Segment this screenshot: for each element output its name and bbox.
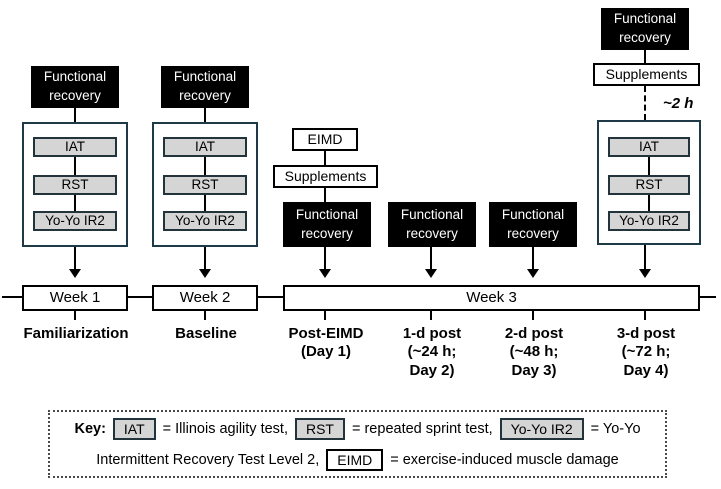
iat-box: IAT	[33, 137, 117, 157]
phase-label-post-eimd: Post-EIMD (Day 1)	[288, 325, 364, 361]
arrow-down-icon	[199, 269, 211, 278]
legend-box: Key: IAT = Illinois agility test, RST = …	[48, 410, 667, 478]
functional-recovery-box-day4: Functional recovery	[601, 8, 689, 50]
connector-line	[204, 195, 206, 212]
yoyo-ir2-box: Yo-Yo IR2	[608, 211, 690, 231]
phase-label-1d-post: 1-d post (~24 h; Day 2)	[402, 325, 462, 379]
legend-rst-definition: = repeated sprint test,	[351, 420, 493, 437]
arrow-line	[430, 247, 432, 270]
legend-iat-chip: IAT	[112, 417, 156, 440]
delay-label: ~2 h	[663, 95, 694, 112]
functional-recovery-box-week2: Functional recovery	[161, 66, 249, 108]
connector-line	[324, 188, 326, 202]
functional-recovery-box-day1: Functional recovery	[283, 202, 371, 247]
legend-yoyo-definition-continued: Intermittent Recovery Test Level 2,	[96, 451, 320, 468]
legend-row-1: Key: IAT = Illinois agility test, RST = …	[58, 417, 657, 440]
legend-row-2: Intermittent Recovery Test Level 2, EIMD…	[58, 448, 657, 471]
legend-eimd-definition: = exercise-induced muscle damage	[390, 451, 619, 468]
yoyo-ir2-box: Yo-Yo IR2	[33, 211, 117, 231]
timeline-tick	[324, 311, 326, 320]
yoyo-ir2-box: Yo-Yo IR2	[163, 211, 247, 231]
timeline-tick	[644, 311, 646, 320]
legend-iat-definition: = Illinois agility test,	[162, 420, 288, 437]
arrow-line	[532, 247, 534, 270]
rst-box: RST	[163, 175, 247, 195]
iat-box: IAT	[163, 137, 247, 157]
dashed-delay-line	[644, 86, 646, 120]
rst-box: RST	[608, 175, 690, 195]
connector-line	[648, 195, 650, 211]
connector-line	[204, 157, 206, 176]
functional-recovery-box-day2: Functional recovery	[388, 202, 476, 247]
connector-line	[74, 157, 76, 176]
legend-eimd-chip: EIMD	[326, 448, 384, 471]
connector-line	[74, 195, 76, 212]
phase-label-2d-post: 2-d post (~48 h; Day 3)	[504, 325, 564, 379]
connector-line	[204, 108, 206, 122]
connector-line	[644, 50, 646, 63]
test-battery-container-week1: IAT RST Yo-Yo IR2	[22, 122, 128, 247]
connector-line	[324, 151, 326, 165]
week3-box: Week 3	[283, 285, 700, 311]
phase-label-familiarization: Familiarization	[23, 325, 129, 342]
legend-title: Key:	[74, 420, 106, 437]
arrow-down-icon	[425, 269, 437, 278]
arrow-line	[204, 247, 206, 270]
arrow-down-icon	[69, 269, 81, 278]
functional-recovery-box-day3: Functional recovery	[489, 202, 577, 247]
arrow-down-icon	[639, 269, 651, 278]
supplements-box-day4: Supplements	[593, 63, 700, 86]
functional-recovery-box-week1: Functional recovery	[31, 66, 119, 108]
week1-box: Week 1	[22, 285, 128, 311]
connector-line	[74, 108, 76, 122]
arrow-line	[324, 247, 326, 270]
connector-line	[648, 157, 650, 175]
test-battery-container-day4: IAT RST Yo-Yo IR2	[597, 120, 701, 245]
rst-box: RST	[33, 175, 117, 195]
timeline-tick	[74, 311, 76, 320]
iat-box: IAT	[608, 137, 690, 157]
legend-yoyo-definition: = Yo-Yo	[590, 420, 641, 437]
timeline-tick	[430, 311, 432, 320]
legend-rst-chip: RST	[294, 417, 345, 440]
test-battery-container-week2: IAT RST Yo-Yo IR2	[152, 122, 258, 247]
arrow-down-icon	[527, 269, 539, 278]
arrow-line	[74, 247, 76, 270]
arrow-line	[644, 245, 646, 270]
eimd-box: EIMD	[292, 128, 358, 151]
legend-yoyo-chip: Yo-Yo IR2	[499, 417, 584, 440]
timeline-tick	[204, 311, 206, 320]
week2-box: Week 2	[152, 285, 258, 311]
timeline-tick	[532, 311, 534, 320]
phase-label-baseline: Baseline	[175, 325, 237, 342]
supplements-box-day1: Supplements	[273, 165, 378, 188]
arrow-down-icon	[319, 269, 331, 278]
phase-label-3d-post: 3-d post (~72 h; Day 4)	[616, 325, 676, 379]
